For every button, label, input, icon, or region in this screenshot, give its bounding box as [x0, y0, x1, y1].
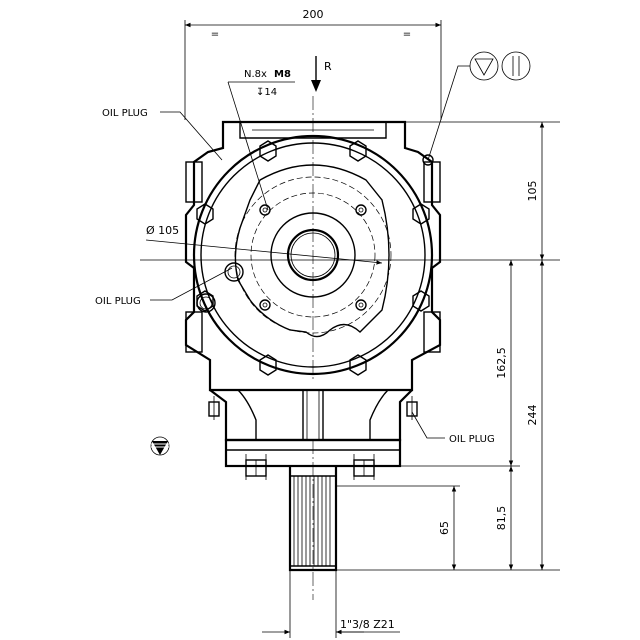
oil-plug-left-label: OIL PLUG: [95, 296, 141, 307]
holes-callout: N.8x M8 ↧14: [227, 69, 295, 211]
holes-spec: N.8x: [244, 69, 267, 80]
shaft-dimension: 1"3/8 Z21: [262, 570, 400, 638]
oil-plug-top-callout: OIL PLUG: [102, 108, 223, 161]
vertical-dimensions: 105 162,5 244 81,5 65: [336, 121, 560, 571]
output-shaft: [288, 466, 338, 572]
surface-finish-symbol: [427, 51, 531, 161]
oil-plug-top-label: OIL PLUG: [102, 108, 148, 119]
depth-spec: ↧14: [256, 87, 277, 98]
center-lines: [140, 96, 560, 600]
dim-162-5-label: 162,5: [495, 347, 508, 379]
oil-plug-right-callout: OIL PLUG: [411, 411, 495, 445]
dim-105-label: 105: [526, 181, 539, 202]
oil-plug-right-label: OIL PLUG: [449, 434, 495, 445]
equal-mark-left: =: [211, 29, 219, 40]
thread-spec: M8: [274, 69, 291, 80]
equal-mark-right: =: [403, 29, 411, 40]
dim-65-label: 65: [438, 521, 451, 535]
dim-81-5-label: 81,5: [495, 506, 508, 531]
shaft-spec-label: 1"3/8 Z21: [340, 618, 395, 631]
bolt-circle-label: Ø 105: [146, 224, 179, 237]
width-dimension: 200 = =: [184, 8, 442, 120]
rotation-label: R: [324, 60, 332, 73]
rotation-arrow: R: [311, 56, 332, 92]
dim-200-label: 200: [303, 8, 324, 21]
level-symbol: [150, 436, 170, 456]
oil-plug-left-callout: OIL PLUG: [95, 267, 233, 307]
dim-244-label: 244: [526, 405, 539, 426]
